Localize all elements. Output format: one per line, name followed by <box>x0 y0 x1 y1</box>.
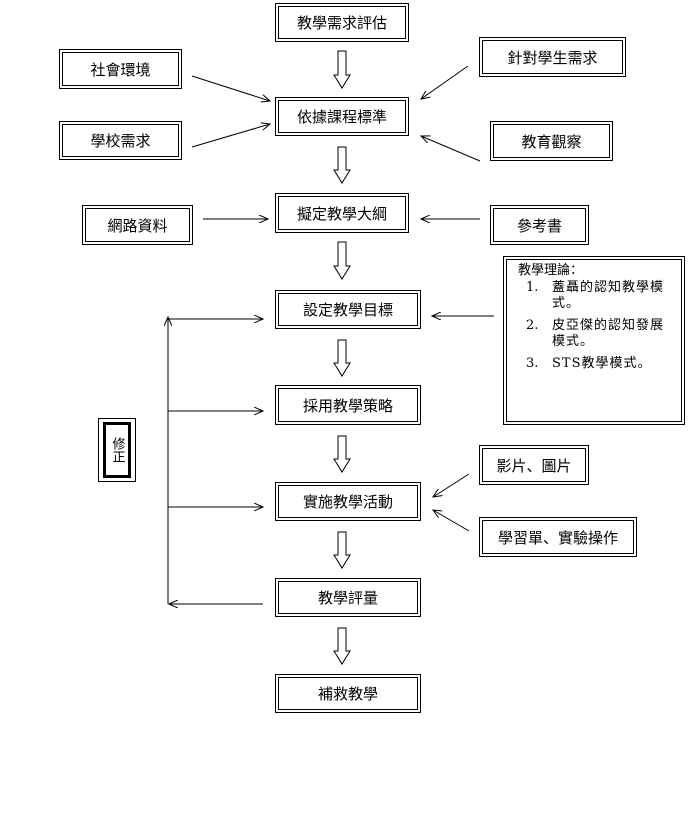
input-reference-books: 參考書 <box>490 205 589 245</box>
input-videos-pictures: 影片、圖片 <box>479 445 589 485</box>
flow-arrow-6 <box>333 531 351 569</box>
input-social-environment: 社會環境 <box>59 49 182 89</box>
revise-label: 修正 <box>109 437 125 463</box>
flow-arrow-7 <box>333 627 351 665</box>
teaching-theory-item: 3.STS教學模式。 <box>526 356 652 371</box>
flow-step-draft-outline: 擬定教學大綱 <box>275 193 409 233</box>
input-school-needs: 學校需求 <box>59 121 182 160</box>
arrow-educational-observation <box>421 136 481 162</box>
flow-step-set-objectives: 設定教學目標 <box>275 290 421 329</box>
flow-step-teaching-activity: 實施教學活動 <box>275 482 421 521</box>
flow-step-teaching-strategy: 採用教學策略 <box>275 385 421 425</box>
flow-arrow-3 <box>333 241 351 280</box>
teaching-theory-item: 2.皮亞傑的認知發展模式。 <box>526 318 665 349</box>
input-worksheets-experiments: 學習單、實驗操作 <box>479 517 637 557</box>
teaching-theory-title: 教學理論： <box>518 263 584 278</box>
arrow-worksheets <box>433 510 470 532</box>
input-web-resources: 網路資料 <box>82 205 193 245</box>
flow-step-remedial-teaching: 補救教學 <box>275 674 421 713</box>
input-student-needs: 針對學生需求 <box>479 37 626 77</box>
arrow-videos-pictures <box>433 473 470 497</box>
flow-arrow-1 <box>333 50 351 89</box>
flow-step-needs-assessment: 教學需求評估 <box>275 3 409 42</box>
teaching-theory-box: 教學理論： 1.蓋聶的認知教學模式。 2.皮亞傑的認知發展模式。 3.STS教學… <box>503 256 685 425</box>
flow-arrow-5 <box>333 435 351 473</box>
teaching-theory-list: 1.蓋聶的認知教學模式。 2.皮亞傑的認知發展模式。 3.STS教學模式。 <box>518 280 674 372</box>
arrow-student-needs <box>421 65 469 99</box>
input-educational-observation: 教育觀察 <box>490 121 613 161</box>
arrow-school-needs <box>191 124 270 148</box>
flow-arrow-4 <box>333 339 351 377</box>
flow-step-evaluation: 教學評量 <box>275 578 421 617</box>
flow-arrow-2 <box>333 146 351 184</box>
revise-label-box: 修正 <box>98 418 136 482</box>
teaching-theory-item: 1.蓋聶的認知教學模式。 <box>526 280 665 311</box>
flow-step-curriculum-standards: 依據課程標準 <box>275 97 409 136</box>
arrow-social-environment <box>191 75 270 101</box>
